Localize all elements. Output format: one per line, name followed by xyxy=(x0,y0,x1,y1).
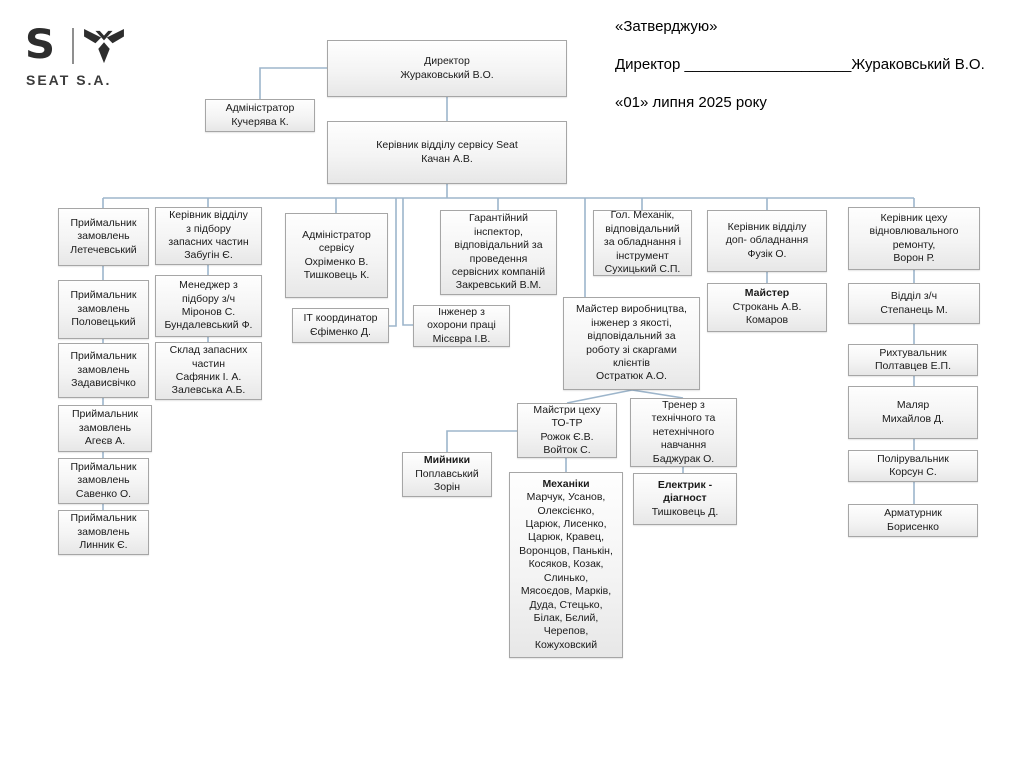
org-box-painter: Маляр Михайлов Д. xyxy=(848,386,978,439)
org-box-order-receiver-1: Приймальник замовлень Летечевський xyxy=(58,208,149,266)
org-box-order-receiver-3: Приймальник замовлень Задависвічко xyxy=(58,343,149,398)
org-box-safety-engineer: Інженер з охорони праці Місєвра І.В. xyxy=(413,305,510,347)
org-box-order-receiver-4: Приймальник замовлень Агеєв А. xyxy=(58,405,152,452)
org-box-service-admin: Адміністратор сервісу Охріменко В. Тишко… xyxy=(285,213,388,298)
seat-logo-icon: S xyxy=(24,22,56,68)
org-box-order-receiver-5: Приймальник замовлень Савенко О. xyxy=(58,458,149,504)
org-box-parts-department: Відділ з/ч Степанець М. xyxy=(848,283,980,324)
org-box-director: Директор Жураковський В.О. xyxy=(327,40,567,97)
org-box-fitter: Арматурник Борисенко xyxy=(848,504,978,537)
org-box-administrator: Адміністратор Кучерява К. xyxy=(205,99,315,132)
org-box-it-coordinator: ІТ координатор Єфіменко Д. xyxy=(292,308,389,343)
brand-divider xyxy=(72,28,74,64)
org-box-parts-head: Керівник відділу з підбору запасних част… xyxy=(155,207,262,265)
org-box-warranty-inspector: Гарантійний інспектор, відповідальний за… xyxy=(440,210,557,295)
org-box-tinsmith: Рихтувальник Полтавцев Е.П. xyxy=(848,344,978,376)
org-box-order-receiver-6: Приймальник замовлень Линник Є. xyxy=(58,510,149,555)
org-box-parts-manager: Менеджер з підбору з/ч Міронов С. Бундал… xyxy=(155,275,262,337)
approval-block: «Затверджую» Директор __________________… xyxy=(615,17,1015,131)
cupra-logo-icon xyxy=(84,28,124,64)
connectors xyxy=(102,67,915,510)
brand-block: S SEAT S.A. xyxy=(20,24,150,90)
org-box-polisher: Полірувальник Корсун С. xyxy=(848,450,978,482)
org-box-body-shop-head: Керівник цеху відновлювального ремонту, … xyxy=(848,207,980,270)
org-box-to-tr-masters: Майстри цеху ТО-ТР Рожок Є.В. Войток С. xyxy=(517,403,617,458)
approval-director-line: Директор ____________________Жураковськи… xyxy=(615,56,985,73)
seat-company-label: SEAT S.A. xyxy=(26,72,112,88)
org-box-parts-warehouse: Склад запасних частин Сафяник І. А. Зале… xyxy=(155,342,262,400)
approval-date-line: «01» липня 2025 року xyxy=(615,94,767,111)
org-box-service-head: Керівник відділу сервісу Seat Качан А.В. xyxy=(327,121,567,184)
org-box-chief-mechanic: Гол. Механік, відповідальний за обладнан… xyxy=(593,209,692,276)
org-box-order-receiver-2: Приймальник замовлень Половецький xyxy=(58,280,149,339)
org-box-production-master: Майстер виробництва, інженер з якості, в… xyxy=(563,297,700,390)
org-box-trainer: Тренер з технічного та нетехнічного навч… xyxy=(630,398,737,467)
approval-stamp-line: «Затверджую» xyxy=(615,18,718,35)
org-box-extra-equipment-head: Керівник відділу доп- обладнання Фузік О… xyxy=(707,210,827,272)
